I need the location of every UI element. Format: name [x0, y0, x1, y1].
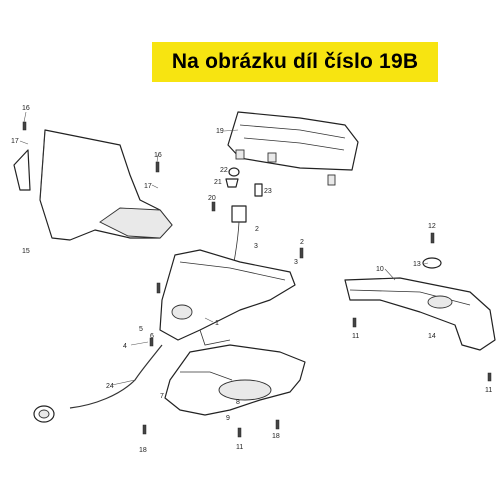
part-connectors: [225, 167, 263, 263]
callout-22: 22: [220, 167, 228, 174]
callout-9: 9: [226, 415, 230, 422]
callout-5: 5: [139, 326, 143, 333]
callout-24: 24: [106, 383, 114, 390]
callout-21: 21: [214, 179, 222, 186]
callout-23: 23: [264, 188, 272, 195]
callout-20: 20: [208, 195, 216, 202]
callout-11a: 11: [352, 333, 359, 340]
callout-1: 1: [215, 320, 219, 327]
callout-labels: 16 17 15 16 17 19 22 21 20 23 2 3 2 3 12…: [11, 105, 492, 454]
callout-11b: 11: [485, 387, 492, 394]
leader-lines: [19, 111, 429, 386]
callout-16b: 16: [154, 152, 162, 159]
callout-3b: 3: [294, 259, 298, 266]
callout-3a: 3: [254, 243, 258, 250]
callout-11c: 11: [236, 444, 243, 451]
callout-2b: 2: [300, 239, 304, 246]
callout-4: 4: [123, 343, 127, 350]
callout-18a: 18: [272, 433, 280, 440]
callout-12: 12: [428, 223, 436, 230]
callout-17b: 17: [144, 183, 152, 190]
callout-6: 6: [150, 333, 154, 340]
part-handlebar-housing: [159, 249, 296, 346]
callout-15: 15: [22, 248, 30, 255]
callout-2a: 2: [255, 226, 259, 233]
part-front-cover: [13, 129, 173, 241]
callout-10: 10: [376, 266, 384, 273]
callout-13: 13: [413, 261, 421, 268]
part-speedo-cable: [33, 344, 163, 423]
callout-8: 8: [236, 399, 240, 406]
callout-19: 19: [216, 128, 224, 135]
part-instrument-cluster: [227, 111, 359, 186]
callout-7: 7: [160, 393, 164, 400]
callout-18b: 18: [139, 447, 147, 454]
callout-17a: 17: [11, 138, 19, 145]
callout-16a: 16: [22, 105, 30, 112]
part-number-banner: Na obrázku díl číslo 19B: [152, 42, 438, 82]
part-nut: [422, 257, 442, 269]
part-lower-cover: [164, 344, 306, 416]
callout-14: 14: [428, 333, 436, 340]
screws: [22, 121, 492, 438]
part-grip-cover: [344, 277, 496, 351]
